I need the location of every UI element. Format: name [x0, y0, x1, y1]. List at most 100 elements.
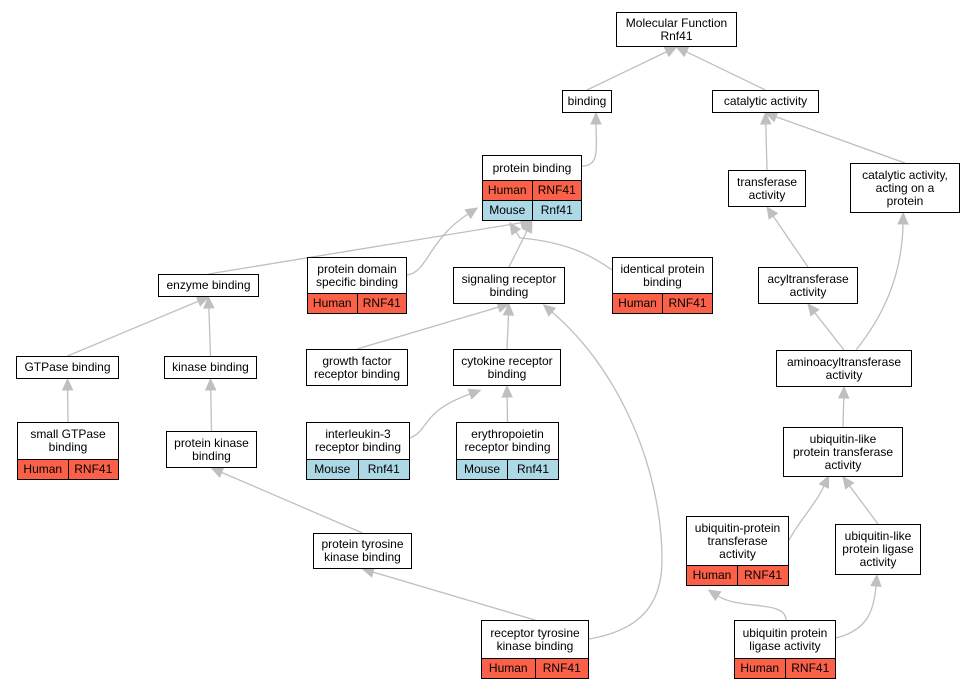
arrowhead: [837, 385, 850, 399]
arrowhead: [210, 467, 225, 478]
species-cell: Mouse: [489, 203, 526, 217]
term-node-sig-receptor: signaling receptor binding: [453, 267, 565, 304]
term-label: GTPase binding: [24, 360, 111, 374]
gene-cell: Rnf41: [357, 460, 410, 479]
term-label: ubiquitin protein ligase activity: [742, 625, 828, 653]
term-label: receptor tyrosine kinase binding: [490, 625, 580, 653]
annotation-row-human: Human RNF41: [687, 565, 788, 585]
edge-sig-receptor-to-protein-binding: [508, 230, 528, 268]
edge-aminoacyl-to-acyltransferase: [814, 312, 845, 351]
term-label: growth factor receptor binding: [313, 353, 401, 381]
term-node-growth-factor: growth factor receptor binding: [306, 349, 408, 386]
arrowhead: [464, 207, 479, 220]
term-label: ubiquitin-like protein ligase activity: [842, 529, 914, 569]
term-label: protein kinase binding: [174, 435, 249, 463]
species-cell: Human: [488, 661, 528, 675]
species-cell: Mouse: [314, 462, 351, 476]
term-label: aminoacyltransferase activity: [786, 354, 902, 382]
annotation-row-human: Human RNF41: [483, 180, 581, 200]
term-label: cytokine receptor binding: [461, 353, 553, 381]
gene-cell: RNF41: [531, 181, 582, 200]
species-cell: Human: [740, 661, 780, 675]
edge-acyltransferase-to-transferase: [772, 215, 809, 268]
species-cell: Human: [618, 296, 657, 310]
term-node-binding: binding: [562, 90, 612, 113]
term-label: interleukin-3 receptor binding: [314, 427, 402, 454]
term-node-ubl-transferase: ubiquitin-like protein transferase activ…: [783, 427, 903, 477]
edge-transferase-to-catalytic: [765, 123, 768, 171]
term-label: protein binding: [492, 160, 572, 175]
edge-ub-ligase-to-ubl-ligase: [835, 585, 877, 639]
arrowhead: [542, 304, 557, 317]
edge-kinase-binding-to-enzyme-binding: [208, 307, 212, 357]
term-label: identical protein binding: [620, 261, 705, 289]
gene-cell: RNF41: [737, 566, 788, 585]
annotation-row-human: Human RNF41: [308, 293, 406, 313]
gene-cell: RNF41: [662, 294, 712, 313]
arrowhead: [203, 295, 215, 309]
edge-ubl-transferase-to-aminoacyl: [842, 397, 845, 428]
term-label: acyltransferase activity: [767, 271, 849, 299]
term-node-acyltransferase: acyltransferase activity: [758, 267, 858, 304]
term-node-cytokine: cytokine receptor binding: [453, 349, 561, 386]
edge-identical-to-protein-binding: [515, 231, 613, 271]
species-cell: Mouse: [463, 462, 501, 476]
arrowhead: [502, 302, 515, 316]
edge-ubl-ligase-to-ubl-transferase: [849, 485, 879, 525]
edge-protein-binding-to-binding: [581, 123, 597, 167]
edge-rtk-binding-to-ptk-binding: [372, 571, 536, 621]
arrowhead: [707, 589, 722, 602]
species-cell: Human: [487, 183, 527, 197]
edge-ub-transferase-to-ubl-transferase: [788, 485, 825, 541]
edge-catalytic-to-mf: [686, 51, 766, 91]
term-label: protein tyrosine kinase binding: [321, 537, 404, 564]
term-label: ubiquitin-like protein transferase activ…: [792, 431, 894, 472]
term-node-ptk-binding: protein tyrosine kinase binding: [313, 533, 412, 569]
arrowhead: [760, 111, 772, 125]
gene-cell: RNF41: [67, 460, 119, 479]
term-label: transferase activity: [736, 174, 798, 202]
edge-ub-ligase-to-ub-transferase: [717, 595, 787, 621]
arrowhead: [766, 206, 779, 220]
edge-ptk-binding-to-protein-kinase: [221, 471, 363, 534]
edge-enzyme-binding-to-protein-binding: [208, 222, 522, 275]
arrowhead: [897, 211, 909, 225]
edge-domain-binding-to-protein-binding: [406, 213, 469, 276]
edge-rtk-binding-to-sig-receptor: [551, 311, 663, 640]
term-label: catalytic activity: [723, 94, 808, 108]
term-node-ubl-ligase: ubiquitin-like protein ligase activity: [835, 524, 921, 575]
term-label: ubiquitin-protein transferase activity: [694, 520, 781, 561]
annotation-row-mouse: Mouse Rnf41: [483, 200, 581, 220]
term-node-gtpase-binding: GTPase binding: [16, 356, 119, 379]
term-label: signaling receptor binding: [461, 271, 557, 299]
arrowhead: [818, 474, 830, 489]
species-cell: Human: [692, 568, 732, 582]
term-node-mf: Molecular Function Rnf41: [616, 12, 737, 47]
species-cell: Human: [312, 296, 352, 310]
gene-cell: RNF41: [534, 659, 589, 678]
term-label: binding: [567, 94, 607, 108]
annotation-row-mouse: Mouse Rnf41: [307, 459, 409, 479]
term-label: protein domain specific binding: [315, 261, 399, 289]
arrowhead: [842, 476, 855, 490]
edge-aminoacyl-to-cat-protein: [855, 223, 904, 351]
arrowhead: [663, 46, 678, 58]
arrowhead: [675, 46, 690, 58]
gene-cell: RNF41: [356, 294, 407, 313]
edge-protein-kinase-to-kinase-binding: [210, 389, 213, 432]
gene-cell: Rnf41: [531, 201, 582, 220]
term-node-aminoacyl: aminoacyltransferase activity: [776, 350, 912, 387]
arrowhead: [61, 377, 74, 391]
term-label: kinase binding: [172, 360, 249, 374]
edge-il3-to-cytokine: [409, 393, 471, 439]
